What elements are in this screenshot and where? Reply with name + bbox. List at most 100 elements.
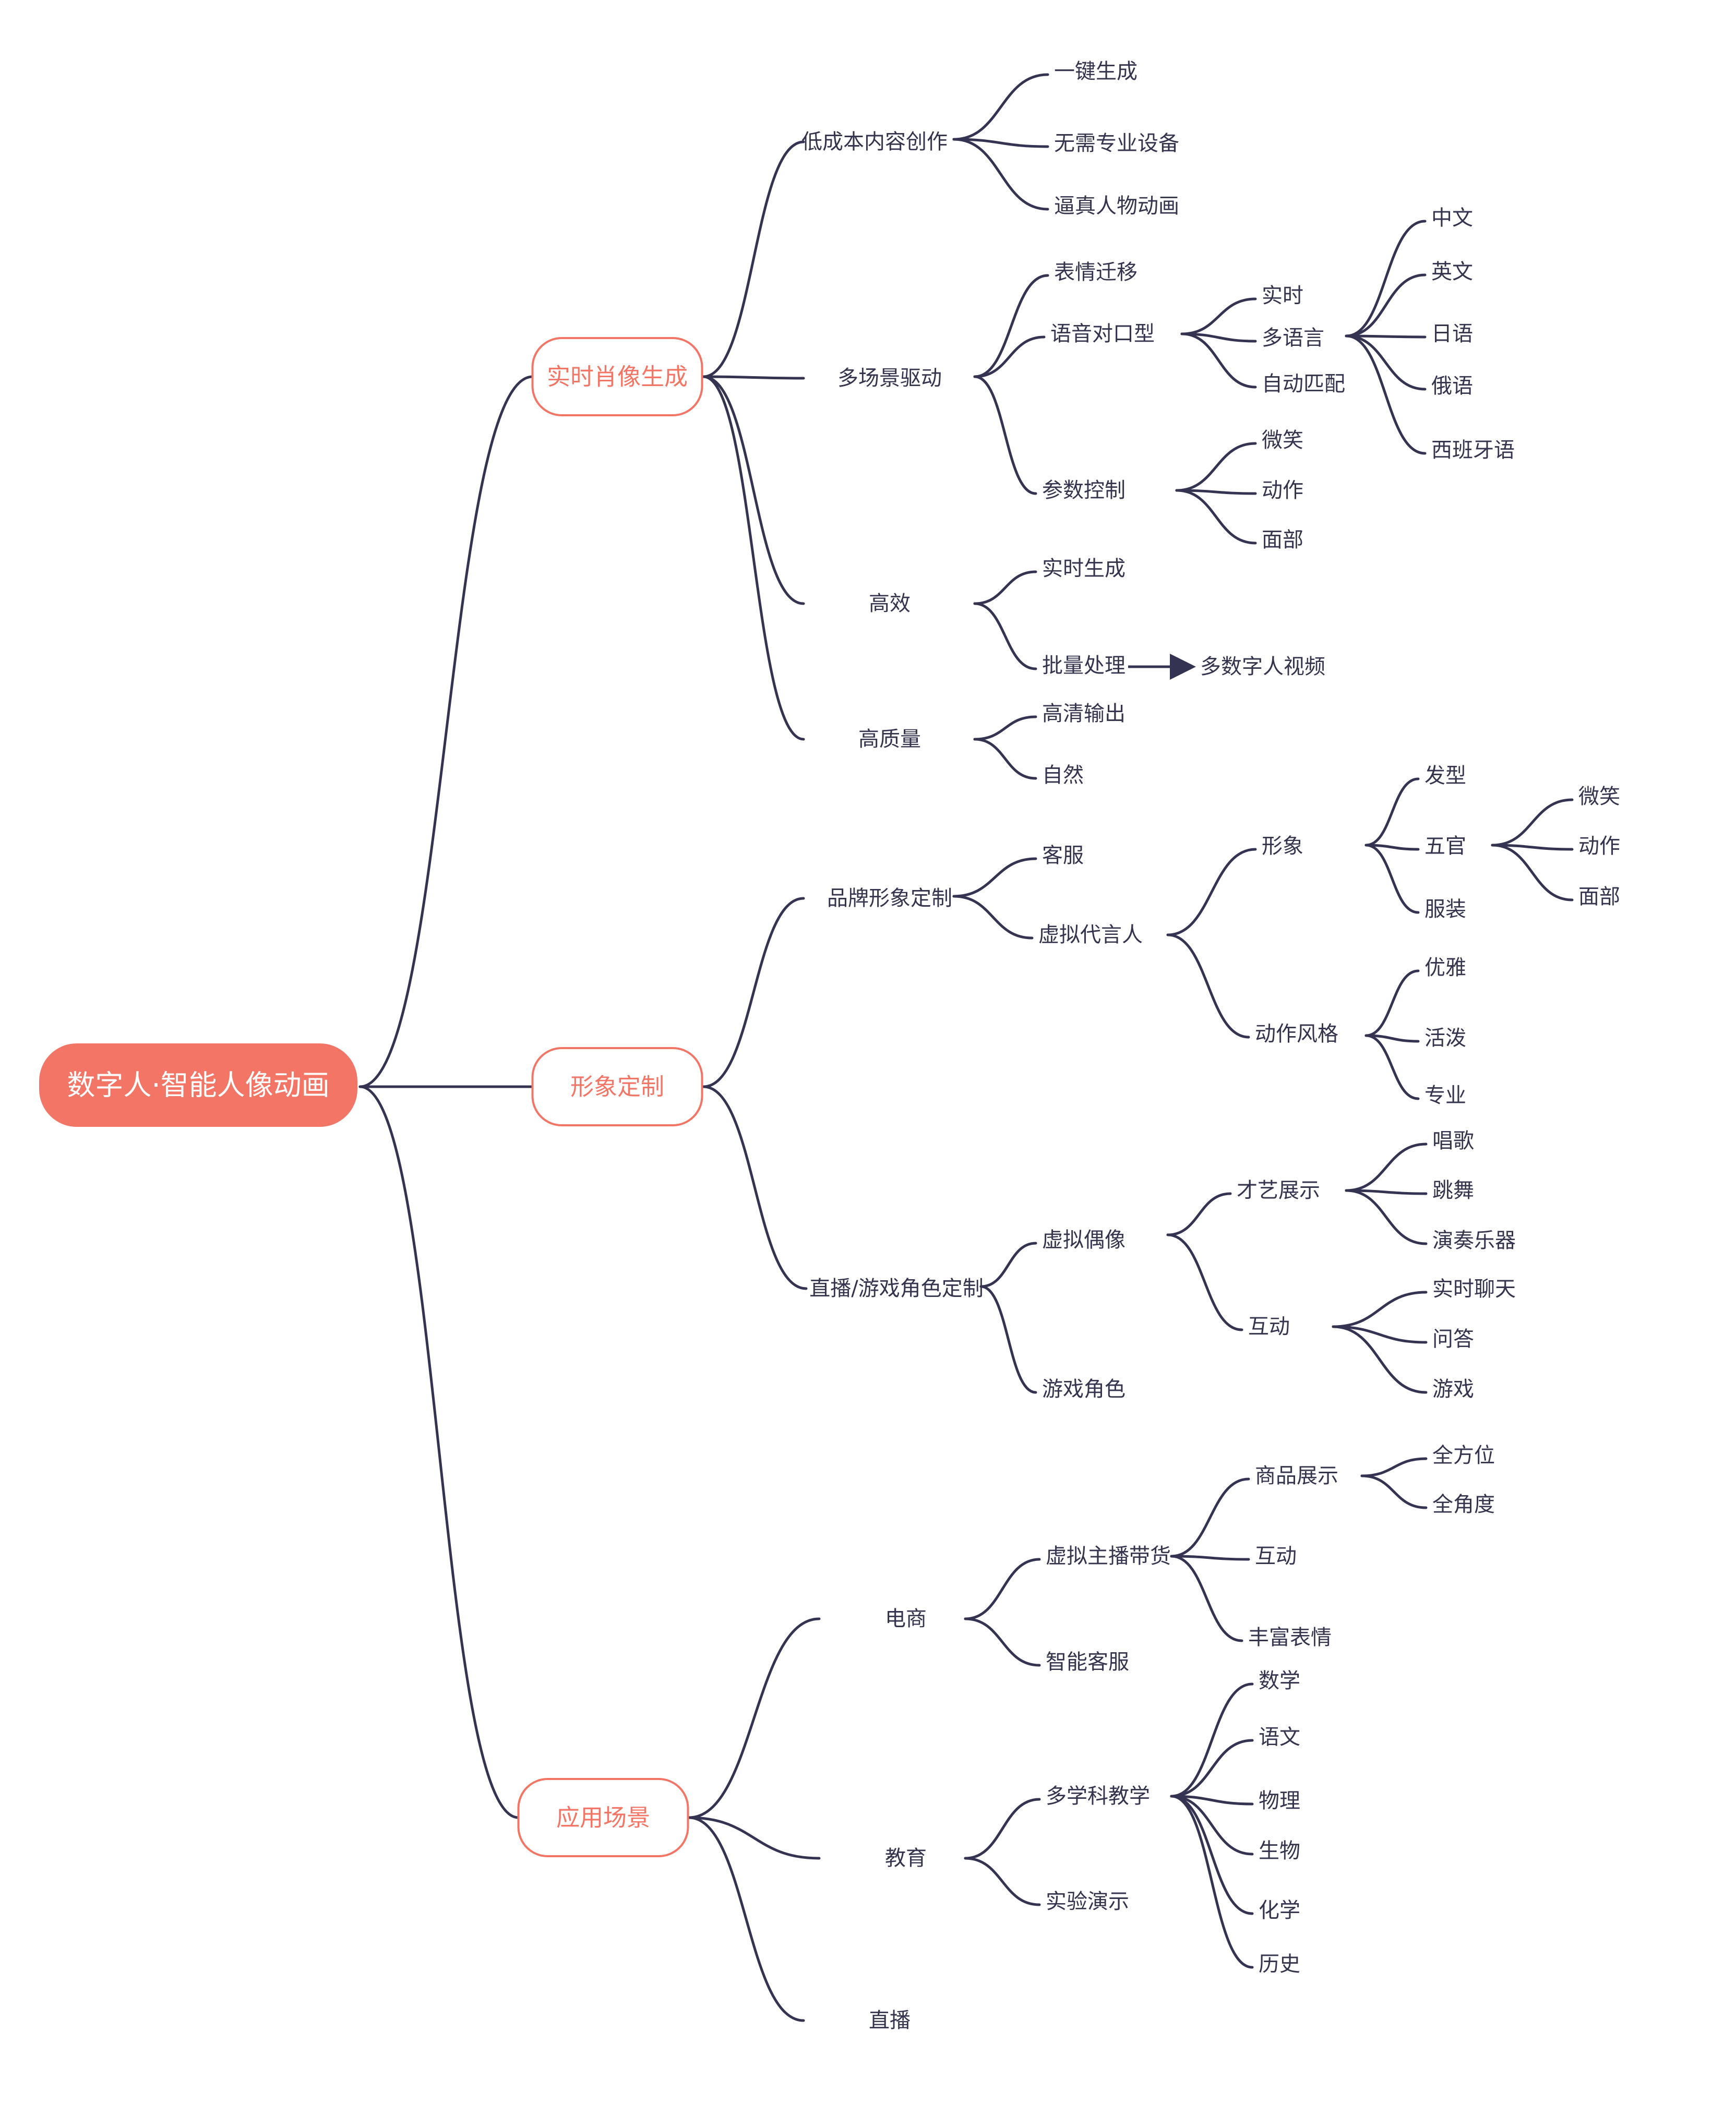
- topic-label[interactable]: 游戏: [1432, 1377, 1474, 1401]
- connector-line: [952, 138, 1049, 148]
- topic-label[interactable]: 互动: [1255, 1544, 1297, 1568]
- topic-label[interactable]: 优雅: [1424, 956, 1466, 980]
- connector-line: [1170, 1555, 1250, 1561]
- connector-line: [1491, 844, 1574, 901]
- connector-line: [1180, 332, 1257, 389]
- topic-label[interactable]: 微笑: [1578, 785, 1620, 809]
- topic-label[interactable]: 语文: [1259, 1725, 1300, 1749]
- topic-label[interactable]: 实时聊天: [1432, 1277, 1516, 1301]
- topic-label[interactable]: 批量处理: [1042, 654, 1126, 678]
- topic-label[interactable]: 中文: [1431, 206, 1473, 230]
- topic-label[interactable]: 实时: [1262, 284, 1303, 308]
- topic-label[interactable]: 商品展示: [1255, 1464, 1338, 1488]
- topic-label[interactable]: 无需专业设备: [1054, 131, 1179, 155]
- connector-line: [1170, 1795, 1254, 1969]
- topic-label[interactable]: 跳舞: [1432, 1179, 1474, 1203]
- main-topic-label[interactable]: 实时肖像生成: [547, 363, 688, 391]
- topic-label[interactable]: 日语: [1431, 322, 1473, 346]
- topic-label[interactable]: 互动: [1248, 1315, 1290, 1339]
- topic-label[interactable]: 自动匹配: [1262, 372, 1345, 396]
- connector-line: [1364, 844, 1420, 851]
- topic-label[interactable]: 动作: [1578, 834, 1620, 858]
- root-node-box[interactable]: [39, 1043, 357, 1127]
- topic-label[interactable]: 演奏乐器: [1432, 1229, 1516, 1253]
- main-topic-box[interactable]: [531, 337, 703, 416]
- topic-label[interactable]: 游戏角色: [1042, 1377, 1126, 1401]
- topic-label[interactable]: 低成本内容创作: [801, 130, 948, 154]
- topic-label[interactable]: 动作: [1262, 478, 1303, 502]
- topic-label[interactable]: 形象: [1262, 834, 1303, 858]
- topic-label[interactable]: 多学科教学: [1046, 1784, 1150, 1808]
- topic-label[interactable]: 高效: [869, 592, 911, 616]
- connector-line: [358, 375, 534, 1088]
- topic-label[interactable]: 高质量: [858, 727, 921, 751]
- topic-label[interactable]: 语音对口型: [1050, 322, 1155, 346]
- topic-label[interactable]: 面部: [1578, 885, 1620, 909]
- main-topic-box[interactable]: [517, 1778, 689, 1857]
- connector-line: [964, 1798, 1041, 1860]
- topic-label[interactable]: 活泼: [1424, 1026, 1466, 1050]
- topic-label[interactable]: 历史: [1259, 1952, 1300, 1976]
- topic-label[interactable]: 唱歌: [1432, 1129, 1474, 1153]
- topic-label[interactable]: 多场景驱动: [837, 366, 942, 390]
- topic-label[interactable]: 西班牙语: [1431, 438, 1515, 462]
- connector-line: [979, 1242, 1037, 1288]
- topic-label[interactable]: 服装: [1424, 897, 1466, 921]
- main-topic-box[interactable]: [531, 1047, 703, 1126]
- topic-label[interactable]: 参数控制: [1042, 478, 1126, 502]
- connector-line: [973, 274, 1049, 378]
- topic-label[interactable]: 虚拟主播带货: [1046, 1544, 1171, 1568]
- topic-label[interactable]: 全角度: [1432, 1493, 1495, 1517]
- topic-label[interactable]: 微笑: [1262, 428, 1303, 452]
- topic-label[interactable]: 俄语: [1431, 374, 1473, 398]
- topic-label[interactable]: 一键生成: [1054, 59, 1138, 83]
- connector-line: [687, 1816, 805, 2022]
- topic-label[interactable]: 虚拟代言人: [1038, 923, 1143, 947]
- topic-label[interactable]: 生物: [1259, 1839, 1300, 1863]
- main-topic-label[interactable]: 形象定制: [570, 1073, 664, 1101]
- topic-label[interactable]: 高清输出: [1042, 702, 1126, 726]
- connector-layer: [358, 73, 1574, 2022]
- connector-line: [952, 138, 1049, 211]
- topic-label[interactable]: 实时生成: [1042, 557, 1126, 581]
- topic-label[interactable]: 逼真人物动画: [1054, 194, 1179, 218]
- topic-label[interactable]: 发型: [1424, 764, 1466, 788]
- connector-line: [1166, 848, 1257, 936]
- topic-label[interactable]: 问答: [1432, 1327, 1474, 1351]
- topic-label[interactable]: 直播/游戏角色定制: [809, 1277, 983, 1301]
- topic-label[interactable]: 自然: [1042, 763, 1084, 787]
- topic-label[interactable]: 表情迁移: [1054, 260, 1138, 284]
- connector-line: [1170, 1795, 1254, 1856]
- topic-label[interactable]: 动作风格: [1255, 1022, 1338, 1046]
- connector-line: [1364, 844, 1420, 914]
- topic-label[interactable]: 英文: [1431, 260, 1473, 284]
- arrow-target-label[interactable]: 多数字人视频: [1200, 655, 1325, 679]
- topic-label[interactable]: 智能客服: [1046, 1650, 1129, 1674]
- topic-label[interactable]: 虚拟偶像: [1042, 1228, 1126, 1252]
- topic-label[interactable]: 电商: [885, 1607, 927, 1631]
- connector-line: [1180, 332, 1257, 343]
- connector-line: [1166, 1233, 1243, 1331]
- topic-label[interactable]: 客服: [1042, 844, 1084, 868]
- topic-label[interactable]: 教育: [885, 1846, 927, 1870]
- topic-label[interactable]: 物理: [1259, 1789, 1300, 1813]
- topic-label[interactable]: 全方位: [1432, 1444, 1495, 1468]
- topic-label[interactable]: 面部: [1262, 528, 1303, 552]
- topic-label[interactable]: 直播: [869, 2009, 911, 2033]
- connector-line: [687, 1617, 821, 1819]
- root-node-label[interactable]: 数字人·智能人像动画: [67, 1069, 329, 1102]
- topic-label[interactable]: 实验演示: [1046, 1890, 1129, 1914]
- connector-line: [1345, 334, 1427, 455]
- topic-label[interactable]: 五官: [1424, 834, 1466, 858]
- topic-label[interactable]: 才艺展示: [1237, 1179, 1320, 1203]
- topic-label[interactable]: 化学: [1259, 1898, 1300, 1922]
- topic-label[interactable]: 多语言: [1262, 326, 1324, 350]
- connector-line: [1491, 844, 1574, 851]
- topic-label[interactable]: 品牌形象定制: [827, 886, 952, 910]
- connector-line: [1170, 1477, 1250, 1558]
- main-topic-label[interactable]: 应用场景: [556, 1804, 650, 1832]
- topic-label[interactable]: 专业: [1424, 1084, 1466, 1108]
- connector-line: [1166, 933, 1250, 1039]
- topic-label[interactable]: 数学: [1259, 1669, 1300, 1693]
- topic-label[interactable]: 丰富表情: [1248, 1626, 1332, 1650]
